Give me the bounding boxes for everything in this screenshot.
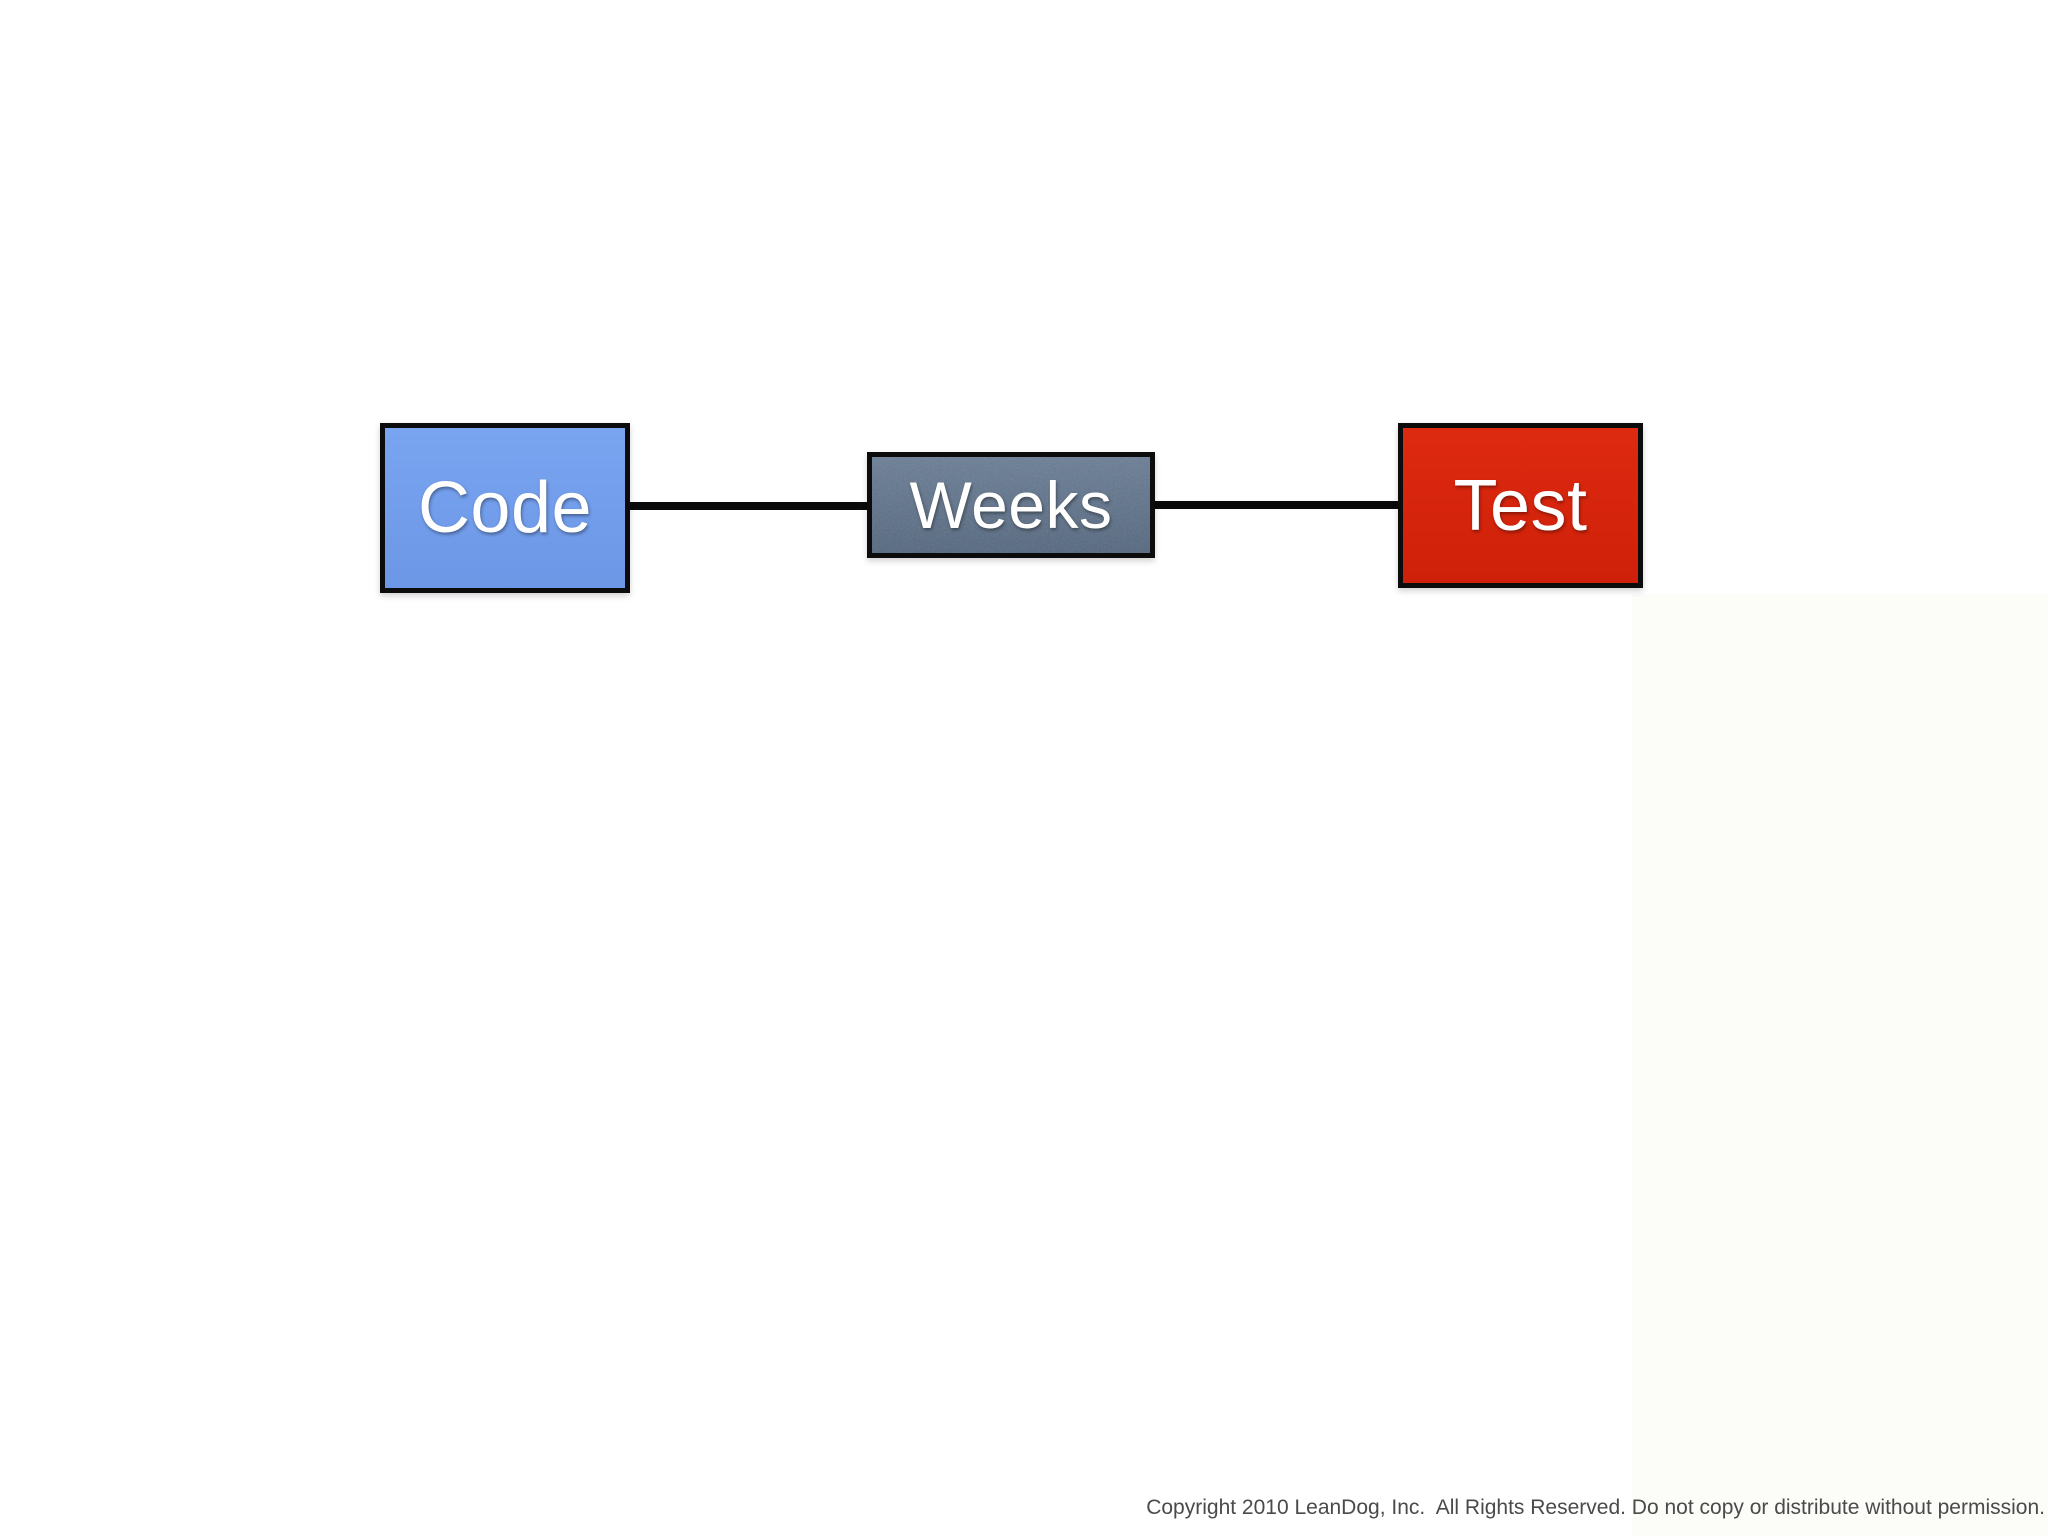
copyright-text: Copyright 2010 LeanDog, Inc. All Rights … (1146, 1496, 2045, 1519)
node-code: Code (380, 423, 630, 593)
connector-code-weeks (627, 502, 873, 510)
node-weeks-label: Weeks (909, 468, 1113, 542)
background-panel (1632, 594, 2048, 1536)
node-code-label: Code (417, 468, 593, 548)
connector-weeks-test (1150, 501, 1404, 509)
node-test-label: Test (1453, 465, 1588, 546)
node-test: Test (1398, 423, 1643, 588)
node-weeks: Weeks (867, 452, 1155, 558)
